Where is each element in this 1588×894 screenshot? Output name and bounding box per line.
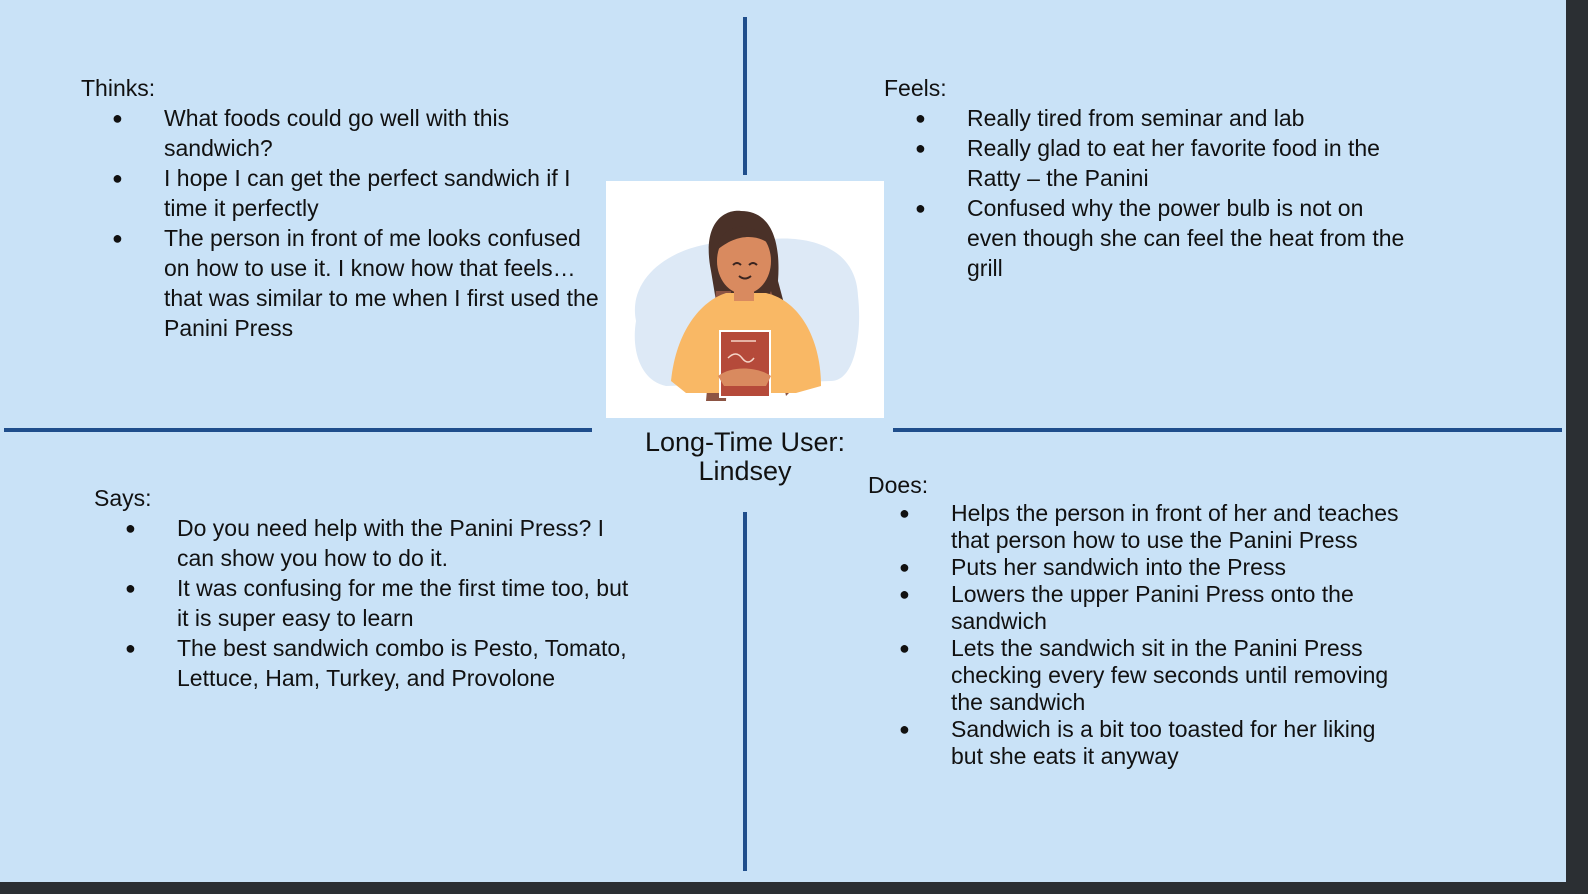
says-label: Says: [94,485,152,511]
feels-label: Feels: [884,75,947,101]
list-item: ●Lets the sandwich sit in the Panini Pre… [899,635,1389,715]
thinks-section: Thinks: ●What foods could go well with t… [81,73,611,343]
list-item: ●Lowers the upper Panini Press onto the … [899,581,1354,634]
bullet-icon: ● [899,584,910,604]
bullet-icon: ● [112,168,123,188]
does-label: Does: [868,472,929,498]
list-item: ●Sandwich is a bit too toasted for her l… [899,716,1376,769]
bullet-icon: ● [125,518,136,538]
does-section: Does: ●Helps the person in front of her … [868,470,1413,770]
persona-name: Lindsey [698,456,792,486]
list-item: ●The person in front of me looks confuse… [112,225,599,341]
list-item: ●Confused why the power bulb is not on e… [915,195,1405,281]
list-item: ●What foods could go well with this sand… [112,105,510,161]
divider-left-horizontal [4,428,592,432]
bullet-icon: ● [125,578,136,598]
says-section: Says: ●Do you need help with the Panini … [94,483,634,693]
list-item: ●Really tired from seminar and lab [915,105,1305,131]
bullet-icon: ● [899,719,910,739]
bullet-icon: ● [915,198,926,218]
bullet-icon: ● [915,108,926,128]
bullet-icon: ● [915,138,926,158]
divider-top-vertical [743,17,747,175]
list-item: ●Helps the person in front of her and te… [899,500,1399,553]
divider-right-horizontal [893,428,1562,432]
student-girl-illustration-icon [634,210,860,401]
list-item: ●Do you need help with the Panini Press?… [125,515,605,571]
thinks-label: Thinks: [81,75,156,101]
persona-title: Long-Time User: Lindsey [595,428,895,486]
bullet-icon: ● [125,638,136,658]
bullet-icon: ● [899,557,910,577]
divider-bottom-vertical [743,512,747,871]
bullet-icon: ● [112,108,123,128]
list-item: ●I hope I can get the perfect sandwich i… [112,165,571,221]
persona-title-line1: Long-Time User: [644,427,846,457]
empathy-map-slide: Thinks: ●What foods could go well with t… [0,0,1566,882]
bullet-icon: ● [899,503,910,523]
bullet-icon: ● [899,638,910,658]
persona-image [606,181,884,418]
feels-section: Feels: ●Really tired from seminar and la… [884,73,1414,283]
list-item: ●It was confusing for me the first time … [125,575,629,631]
list-item: ●Puts her sandwich into the Press [899,554,1286,580]
list-item: ●The best sandwich combo is Pesto, Tomat… [125,635,627,691]
list-item: ●Really glad to eat her favorite food in… [915,135,1380,191]
bullet-icon: ● [112,228,123,248]
